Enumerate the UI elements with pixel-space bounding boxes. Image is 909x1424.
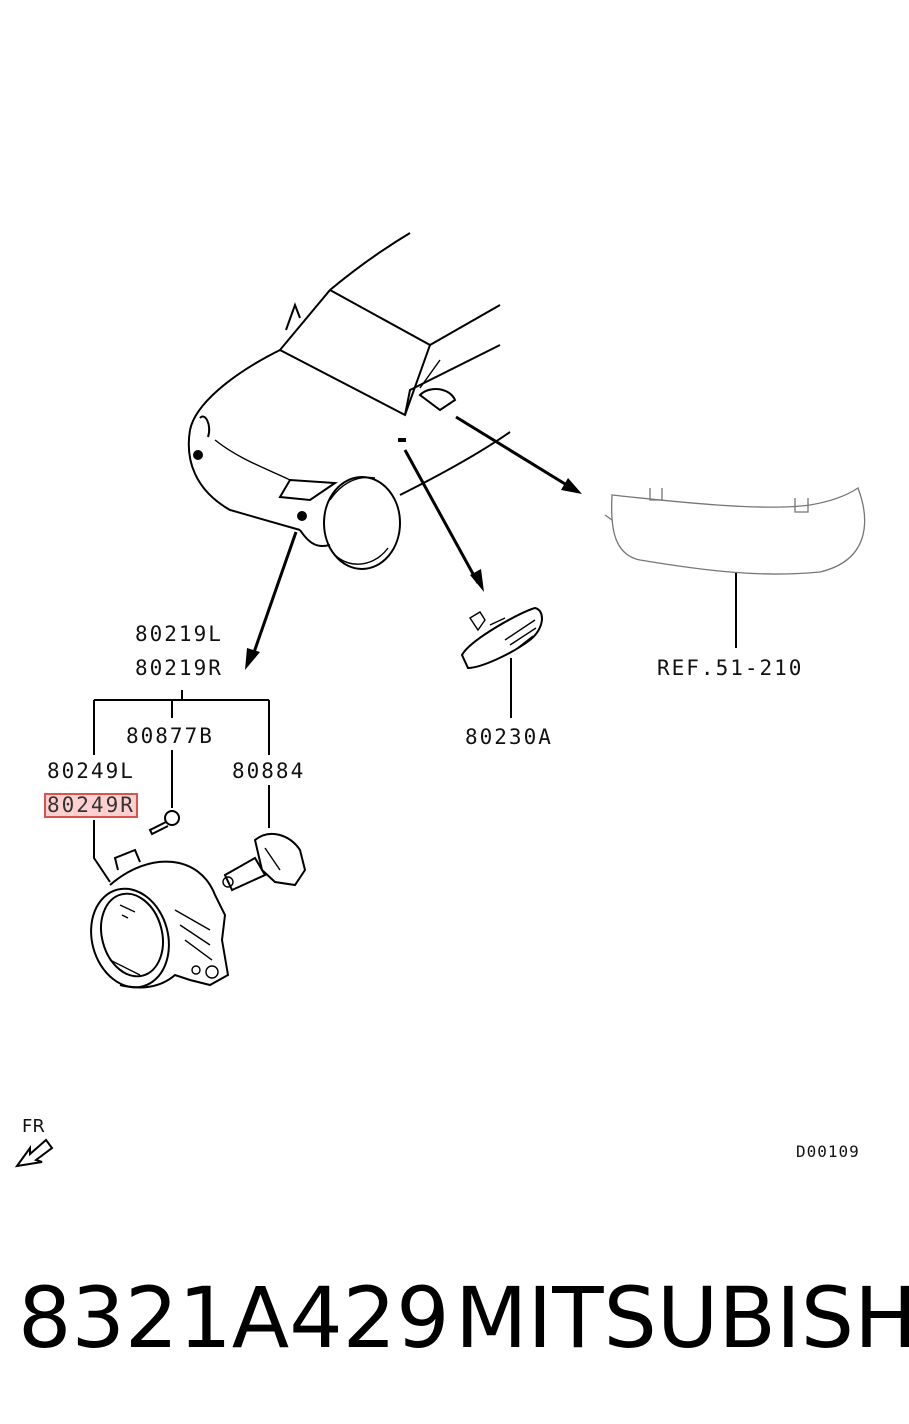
callout-arrows — [245, 415, 582, 670]
car-illustration — [187, 232, 511, 570]
label-80249L: 80249L — [47, 759, 135, 783]
label-ref-51-210: REF.51-210 — [657, 656, 804, 680]
label-80877B: 80877B — [126, 724, 214, 748]
fog-lamp-callout-tree — [93, 690, 270, 883]
front-direction-arrow — [14, 1138, 54, 1168]
label-80219R: 80219R — [135, 656, 223, 680]
label-80884: 80884 — [232, 759, 306, 783]
footer-brand: MITSUBISHI — [455, 1269, 909, 1367]
drawing-code: D00109 — [796, 1142, 860, 1161]
label-80219L: 80219L — [135, 622, 223, 646]
garnish-illustration — [604, 487, 866, 648]
screw-illustration — [148, 810, 180, 836]
label-80230A: 80230A — [465, 725, 553, 749]
bulb-illustration — [222, 832, 307, 892]
fog-lamp-illustration — [90, 848, 230, 989]
front-indicator-label: FR — [22, 1116, 45, 1137]
footer-part-number: 8321A429 — [18, 1269, 450, 1367]
label-80249R-highlighted[interactable]: 80249R — [44, 793, 138, 818]
side-lamp-illustration — [460, 606, 543, 718]
